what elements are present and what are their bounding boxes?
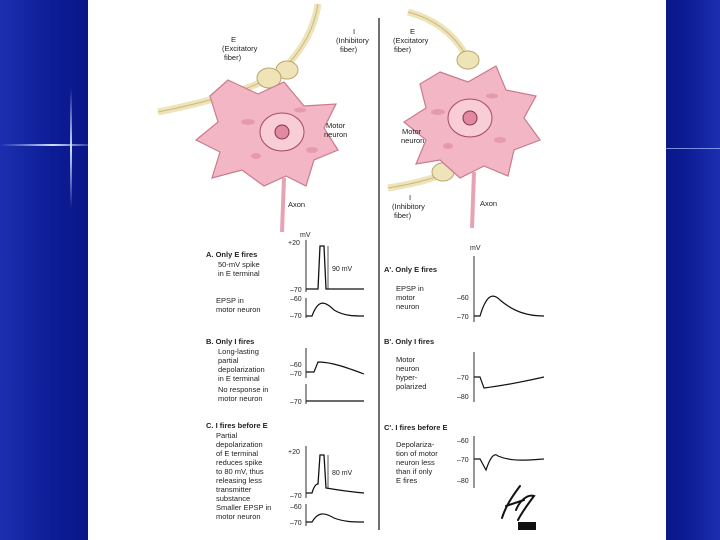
left-label-motor-neuron: Motor neuron: [324, 121, 347, 139]
panel-a-unit: mV: [300, 232, 311, 239]
panel-a-prime-epsp-trace: [474, 296, 544, 316]
panel-a-prime-title: A'. Only E fires: [384, 265, 437, 274]
left-axon: [282, 178, 284, 232]
light-streak-horizontal: [0, 144, 88, 146]
panel-a-prime-tick: –70: [457, 314, 469, 321]
panel-b-tick: –70: [290, 399, 302, 406]
panel-a-prime-text: EPSP in motor neuron: [396, 284, 426, 311]
panel-a-tick: –60: [290, 296, 302, 303]
right-organelle: [486, 94, 498, 99]
right-neuron: E (Excitatory fiber) Motor neuron I (Inh…: [388, 12, 540, 228]
panel-a-tick: –70: [290, 287, 302, 294]
panel-c: C. I fires before E Partial depolarizati…: [206, 421, 364, 527]
panel-a-epsp-trace: [306, 303, 364, 316]
panel-b-title: B. Only I fires: [206, 337, 254, 346]
light-streak-right: [666, 148, 720, 149]
panel-a-prime-tick: –60: [457, 295, 469, 302]
right-label-i: I (Inhibitory fiber): [392, 193, 427, 220]
left-label-i: I (Inhibitory fiber): [336, 27, 371, 54]
right-label-axon: Axon: [480, 199, 497, 208]
panel-b-tick: –60: [290, 362, 302, 369]
panel-a: mV A. Only E fires 50-mV spike in E term…: [206, 232, 364, 320]
light-streak-vertical: [70, 88, 72, 208]
panel-c-tick: –70: [290, 493, 302, 500]
right-organelle: [431, 109, 445, 115]
panel-b-prime-hyperpolarization-trace: [474, 377, 544, 388]
panel-c-prime-title: C'. I fires before E: [384, 423, 447, 432]
left-organelle: [251, 153, 261, 159]
artist-signature: [502, 486, 536, 530]
panel-a-text-1: 50-mV spike in E terminal: [218, 260, 262, 278]
panel-c-prime: C'. I fires before E Depolariza- tion of…: [384, 423, 544, 488]
panel-b-prime: B'. Only I fires Motor neuron hyper- pol…: [384, 337, 544, 402]
background-band-right: [666, 0, 720, 540]
panel-a-tick: +20: [288, 240, 300, 247]
right-axon: [472, 172, 474, 228]
panel-c-tick: –60: [290, 504, 302, 511]
left-neuron: E (Excitatory fiber) I (Inhibitory fiber…: [158, 4, 371, 232]
panel-a-title: A. Only E fires: [206, 250, 257, 259]
panel-c-tick: –70: [290, 520, 302, 527]
panel-b-prime-tick: –80: [457, 394, 469, 401]
panel-c-prime-trace: [474, 455, 544, 470]
panel-c-prime-tick: –60: [457, 438, 469, 445]
panel-b-prime-tick: –70: [457, 375, 469, 382]
left-organelle: [241, 119, 255, 125]
panel-c-prime-tick: –80: [457, 478, 469, 485]
panel-b-text-2: No response in motor neuron: [218, 385, 271, 403]
panel-c-prime-tick: –70: [457, 457, 469, 464]
panel-c-epsp-trace: [306, 514, 364, 522]
right-nucleolus: [463, 111, 477, 125]
panel-b-text-1: Long-lasting partial depolarization in E…: [218, 347, 267, 383]
panel-c-text: Partial depolarization of E terminal red…: [216, 431, 273, 521]
left-nucleolus: [275, 125, 289, 139]
left-organelle: [294, 108, 306, 113]
right-organelle: [443, 143, 453, 149]
left-label-e: E (Excitatory fiber): [222, 35, 260, 62]
left-organelle: [306, 147, 318, 153]
right-e-terminal: [457, 51, 479, 69]
panel-b-depolarization-trace: [306, 362, 364, 374]
panel-b-prime-text: Motor neuron hyper- polarized: [396, 355, 426, 391]
panel-b-tick: –70: [290, 371, 302, 378]
left-i-fiber: [290, 4, 318, 62]
panel-a-text-2: EPSP in motor neuron: [216, 296, 261, 314]
panel-b: B. Only I fires Long-lasting partial dep…: [206, 337, 364, 406]
panel-a-prime-unit: mV: [470, 245, 481, 252]
panel-c-amp: 80 mV: [332, 470, 353, 477]
panel-a-amp: 90 mV: [332, 266, 353, 273]
background-band-left: [0, 0, 88, 540]
slide-content: E (Excitatory fiber) I (Inhibitory fiber…: [88, 0, 666, 540]
panel-b-prime-title: B'. Only I fires: [384, 337, 434, 346]
panel-c-title: C. I fires before E: [206, 421, 268, 430]
panel-c-tick: +20: [288, 449, 300, 456]
right-organelle: [494, 137, 506, 143]
panel-c-prime-text: Depolariza- tion of motor neuron less th…: [396, 440, 440, 485]
diagram-canvas: E (Excitatory fiber) I (Inhibitory fiber…: [88, 0, 666, 540]
panel-a-tick: –70: [290, 313, 302, 320]
panel-a-prime: mV A'. Only E fires EPSP in motor neuron…: [384, 245, 544, 322]
left-label-axon: Axon: [288, 200, 305, 209]
right-label-motor-neuron: Motor neuron: [401, 127, 424, 145]
right-label-e: E (Excitatory fiber): [393, 27, 431, 54]
